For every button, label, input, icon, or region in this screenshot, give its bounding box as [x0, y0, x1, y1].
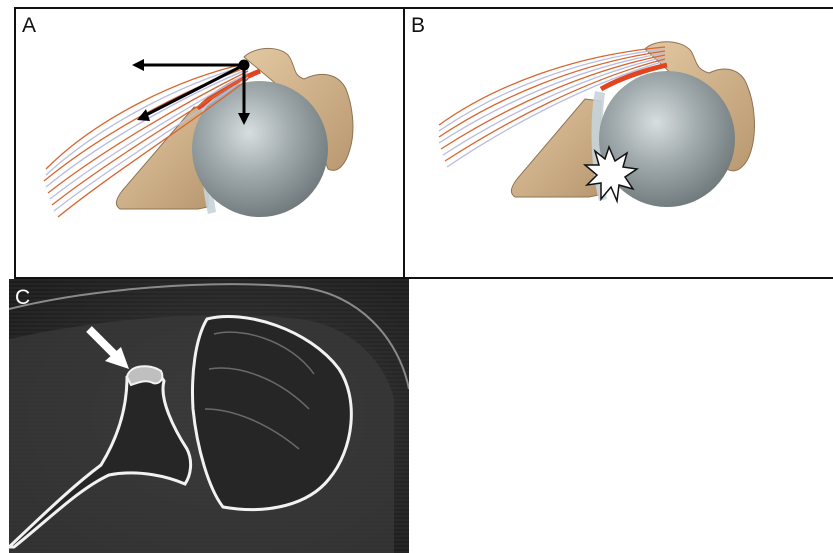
panel-b-illustration: B	[403, 7, 833, 279]
panel-c-ct-scan: C	[9, 279, 409, 553]
arrow-icon	[132, 59, 144, 71]
panel-label-a: A	[22, 15, 36, 36]
coracoid-process	[127, 366, 162, 385]
shoulder-illustration-b	[405, 9, 833, 279]
panel-label-b: B	[411, 15, 425, 36]
scapula-bone	[511, 99, 601, 197]
ct-scan-image	[9, 279, 409, 553]
shoulder-illustration-a	[16, 9, 405, 279]
panel-label-c: C	[15, 287, 30, 308]
panel-a-illustration: A	[14, 7, 405, 279]
